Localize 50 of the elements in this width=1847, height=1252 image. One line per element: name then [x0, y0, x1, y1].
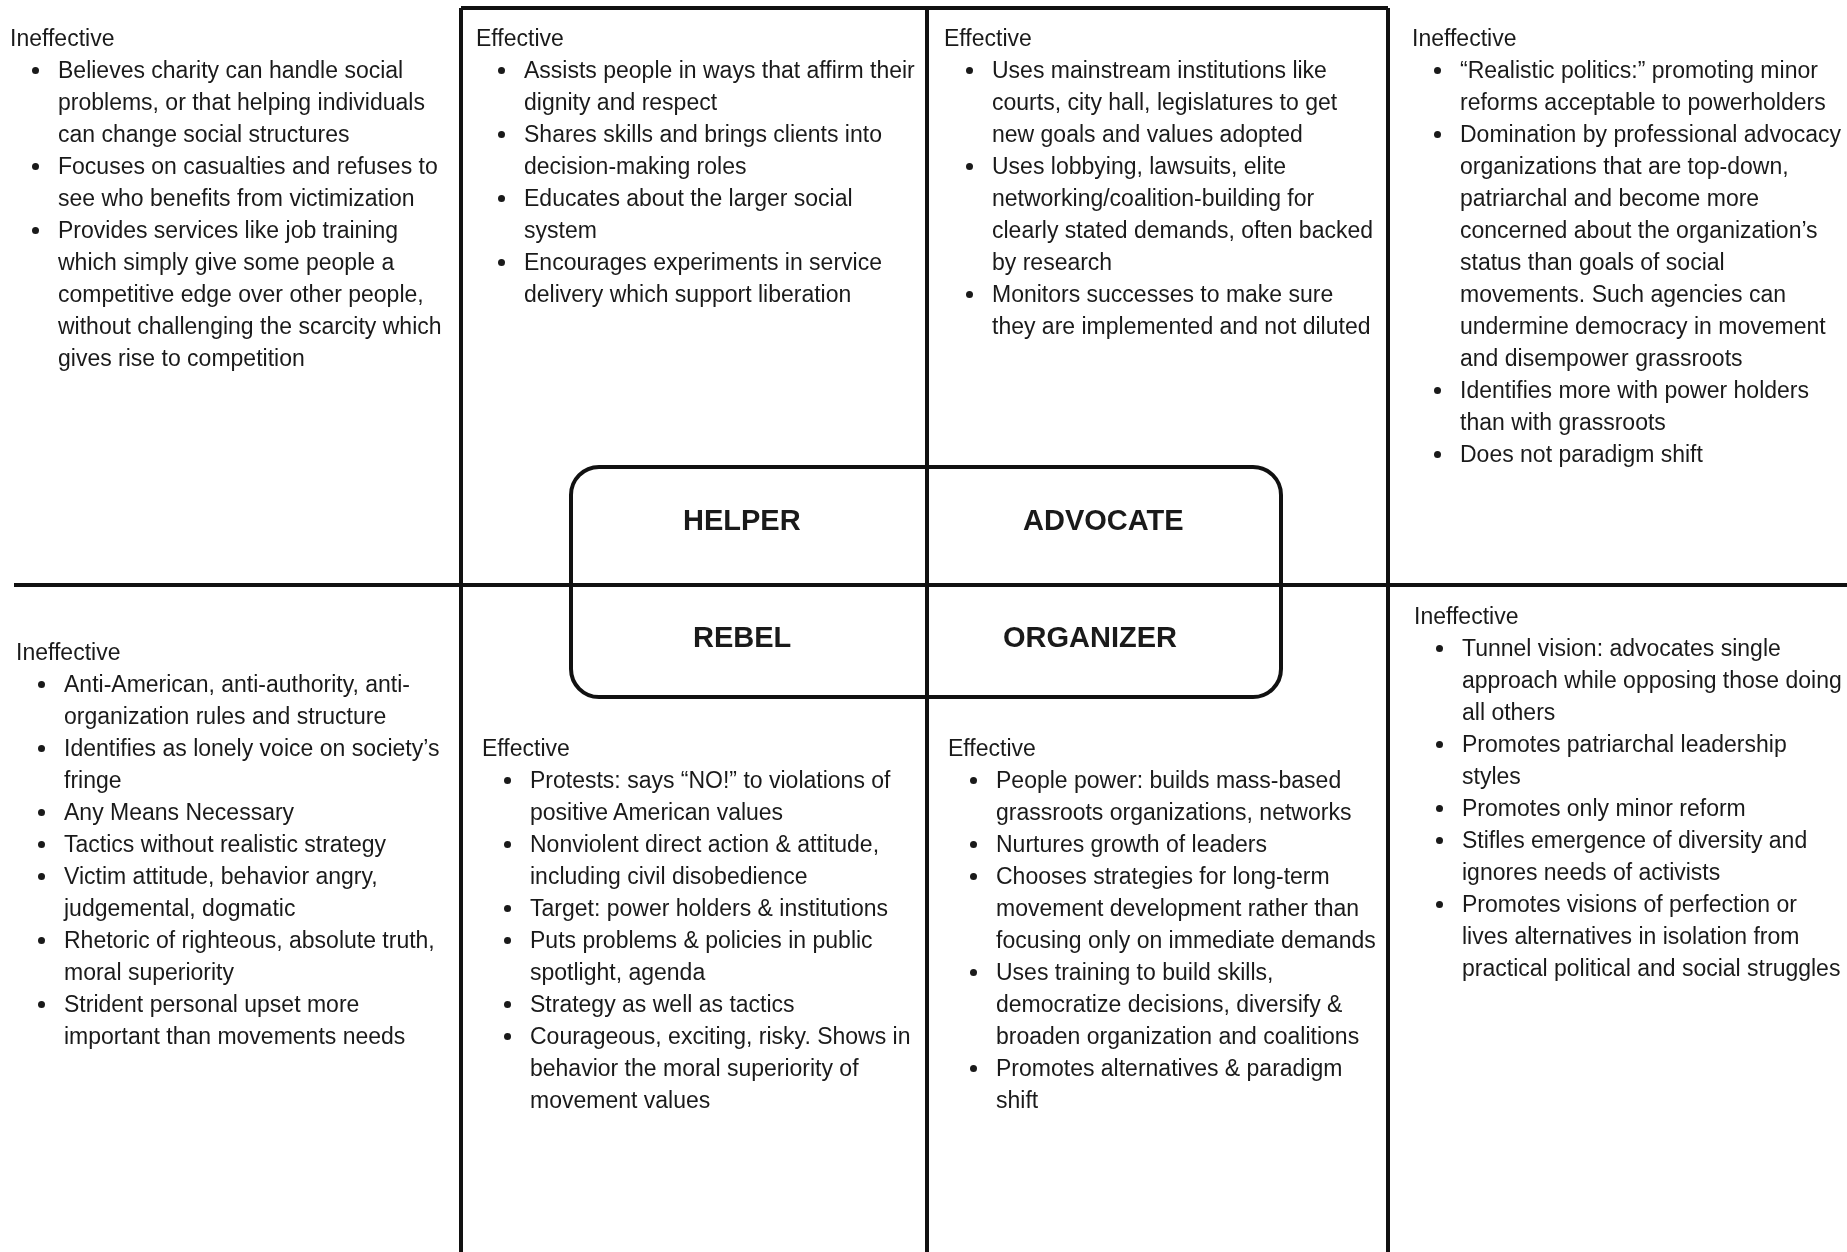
bullet-text: Chooses strategies for long-term movement development rather than focusing only on immediate demands [996, 863, 1376, 953]
role-label: HELPER [683, 504, 801, 537]
bullet-text: Puts problems & policies in public spotlight, agenda [530, 927, 873, 985]
bullet-text: Uses mainstream institutions like courts, city hall, legislatures to get new goals and values adopted [992, 57, 1338, 147]
role-label: ADVOCATE [1023, 504, 1184, 537]
bullet-text: Stifles emergence of diversity and ignores needs of activists [1462, 827, 1808, 885]
column-heading: Ineffective [1414, 602, 1519, 631]
bullet-text: Rhetoric of righteous, absolute truth, moral superiority [64, 927, 435, 985]
bullet-text: Focuses on casualties and refuses to see who benefits from victimization [58, 153, 438, 211]
bullet-text: Nonviolent direct action & attitude, including civil disobedience [530, 831, 880, 889]
bullet-text: Anti-American, anti-authority, anti-organization rules and structure [64, 671, 410, 729]
bullet-text: Provides services like job training which simply give some people a competitive edge over other people, without challenging the scarcity which gives rise to competition [58, 217, 442, 371]
bullet-text: Does not paradigm shift [1460, 441, 1703, 467]
bullet-text: Believes charity can handle social problems, or that helping individuals can change social structures [58, 57, 425, 147]
bullet-text: People power: builds mass-based grassroots organizations, networks [996, 767, 1352, 825]
column-heading: Effective [476, 24, 564, 53]
column-heading: Ineffective [16, 638, 121, 667]
bullet-text: Strategy as well as tactics [530, 991, 795, 1017]
bullet-text: Shares skills and brings clients into decision-making roles [524, 121, 882, 179]
bullet-text: Identifies as lonely voice on society’s fringe [64, 735, 440, 793]
bullet-text: Identifies more with power holders than with grassroots [1460, 377, 1809, 435]
bullet-text: Educates about the larger social system [524, 185, 853, 243]
bullet-text: Uses training to build skills, democratize decisions, diversify & broaden organization and coalitions [996, 959, 1360, 1049]
bullet-text: Tactics without realistic strategy [64, 831, 387, 857]
bullet-text: Monitors successes to make sure they are implemented and not diluted [992, 281, 1371, 339]
bullet-text: Promotes visions of perfection or lives alternatives in isolation from practical political and social struggles [1462, 891, 1841, 981]
bullet-text: Promotes only minor reform [1462, 795, 1746, 821]
bullet-text: Target: power holders & institutions [530, 895, 888, 921]
bullet-text: Nurtures growth of leaders [996, 831, 1267, 857]
column-heading: Ineffective [10, 24, 115, 53]
column-heading: Effective [948, 734, 1036, 763]
column-heading: Effective [482, 734, 570, 763]
bullet-text: “Realistic politics:” promoting minor reforms acceptable to powerholders [1460, 57, 1826, 115]
bullet-text: Courageous, exciting, risky. Shows in behavior the moral superiority of movement values [530, 1023, 911, 1113]
bullet-text: Domination by professional advocacy organizations that are top-down, patriarchal and become more concerned about the organization’s status than goals of social movements. Such agencies can undermine democracy in movement and disempower grassroots [1460, 121, 1841, 371]
bullet-text: Assists people in ways that affirm their dignity and respect [524, 57, 915, 115]
bullet-text: Tunnel vision: advocates single approach while opposing those doing all others [1462, 635, 1842, 725]
bullet-text: Any Means Necessary [64, 799, 295, 825]
role-label: ORGANIZER [1003, 621, 1177, 654]
bullet-text: Protests: says “NO!” to violations of positive American values [530, 767, 891, 825]
bullet-text: Victim attitude, behavior angry, judgemental, dogmatic [64, 863, 378, 921]
bullet-text: Promotes alternatives & paradigm shift [996, 1055, 1343, 1113]
bullet-text: Promotes patriarchal leadership styles [1462, 731, 1787, 789]
bullet-text: Encourages experiments in service delivery which support liberation [524, 249, 882, 307]
role-label: REBEL [693, 621, 792, 654]
bullet-text: Strident personal upset more important than movements needs [64, 991, 406, 1049]
bullet-text: Uses lobbying, lawsuits, elite networking/coalition-building for clearly stated demands, often backed by research [992, 153, 1373, 275]
column-heading: Effective [944, 24, 1032, 53]
column-heading: Ineffective [1412, 24, 1517, 53]
role-quadrant-box [569, 465, 1283, 699]
